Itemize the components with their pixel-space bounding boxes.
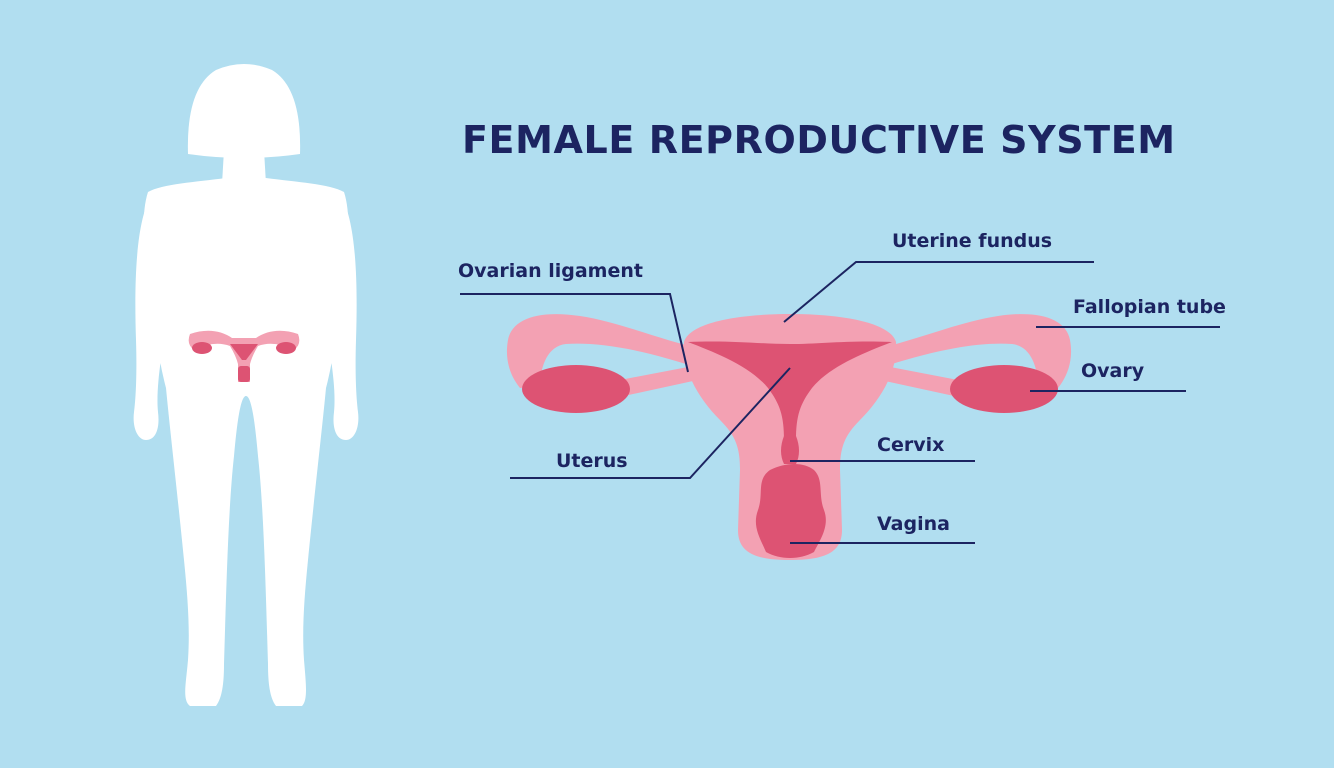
small-reproductive-organ-icon [188,330,300,382]
leader-uterine-fundus [783,261,1094,323]
label-vagina: Vagina [877,513,950,535]
label-fallopian-tube: Fallopian tube [1073,296,1226,318]
fallopian-tube-right [872,314,1072,388]
label-ovarian-ligament: Ovarian ligament [458,260,643,282]
uterus-diagram [506,314,1072,560]
label-ovary: Ovary [1081,360,1145,382]
ovary-left [522,365,630,413]
leader-ovarian-ligament [460,293,689,373]
leader-uterus [510,367,791,479]
fallopian-tube-left [506,314,706,388]
label-uterine-fundus: Uterine fundus [892,230,1053,252]
label-cervix: Cervix [877,434,945,456]
label-uterus: Uterus [556,450,628,472]
leader-lines [460,261,1220,544]
page-title: FEMALE REPRODUCTIVE SYSTEM [462,118,1176,162]
vaginal-canal [755,464,826,558]
ovary-right [950,365,1058,413]
body-silhouette [133,64,359,706]
cervical-canal [781,436,799,464]
uterine-cavity [688,341,892,440]
